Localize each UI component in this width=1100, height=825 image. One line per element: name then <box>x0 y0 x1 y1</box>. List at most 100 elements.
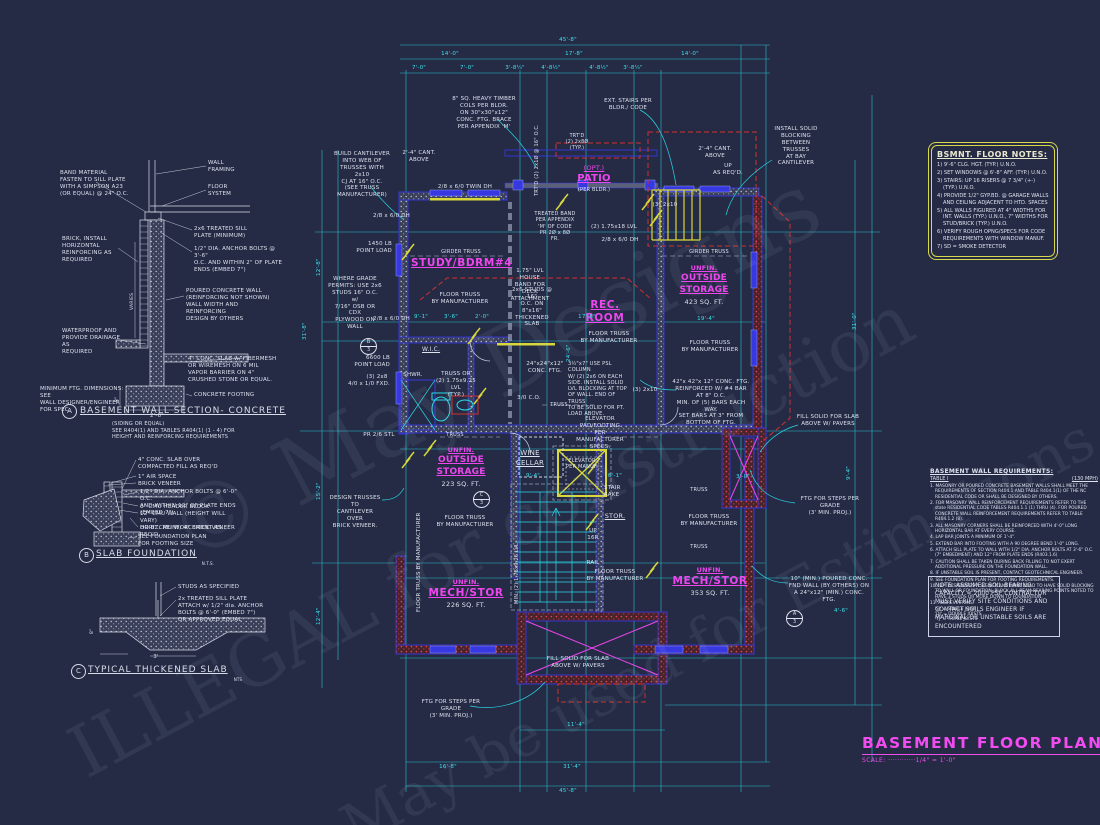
detail-a-sub2: SEE R404(1) AND TABLES R404(1) (1 - 4) F… <box>112 428 235 441</box>
pr-26-stl: PR 2/6 STL <box>363 432 395 438</box>
floor-truss-rec: FLOOR TRUSS BY MANUFACTURER <box>580 331 638 344</box>
room-label-storage-423: UNFIN. OUTSIDE STORAGE 423 SQ. FT. <box>676 264 732 306</box>
dim-right-b: 9'-4" <box>846 465 852 480</box>
dim-overall-top: 45'-8" <box>559 37 577 43</box>
dim-9-4-wine: 9'-4" <box>525 473 541 479</box>
truss-or-lvl-note: TRUSS OR (2) 1.75x9.25 LVL (TYP.) <box>436 371 476 398</box>
basement-floor-notes-box: BSMNT. FLOOR NOTES: 1) 9'-6" CLG. HGT. (… <box>928 142 1058 260</box>
stair-rake-label: STAIR RAKE <box>604 485 621 498</box>
dim-4-8-a: 4'-8½" <box>541 65 561 71</box>
truss-tag-3: TRUSS <box>690 487 708 493</box>
dim-left-c: 15'-2" <box>316 482 322 500</box>
callout-leaders <box>369 109 799 708</box>
dim-3-8-a: 3'-8¼" <box>505 65 525 71</box>
heavy-timber-note: 8" SQ. HEAVY TIMBER COLS PER BLDR. ON 30… <box>452 96 516 130</box>
wall-req-wind: (130 MPH) <box>1071 476 1098 482</box>
detail-b-air-space: 1" AIR SPACE <box>138 474 177 480</box>
room-label-mech-353: UNFIN. MECH/STOR 353 SQ. FT. <box>672 566 746 598</box>
up-as-reqd: UP AS REQ'D. <box>713 163 743 176</box>
section-marker-b3: B 3 <box>360 338 377 355</box>
dim-left-a: 12'-8" <box>316 258 322 276</box>
detail-a-varies: VARIES <box>130 292 135 310</box>
detail-a-wall-framing: WALL FRAMING <box>208 160 235 173</box>
section-number: 3 <box>787 618 802 626</box>
detail-b-slab: 4" CONC. SLAB OVER COMPACTED FILL AS REQ… <box>138 457 218 470</box>
detail-c-dim-3: 3' <box>153 654 159 660</box>
room-label-wine-cellar: WINE CELLAR <box>508 449 552 468</box>
note-item: 1) 9'-6" CLG. HGT. (TYP.) U.N.O. <box>937 162 1017 168</box>
dim-bottom-b: 31'-4" <box>563 764 581 770</box>
room-area: 223 SQ. FT. <box>441 479 481 488</box>
detail-c-studs: STUDS AS SPECIFIED <box>178 584 240 590</box>
room-line: OUTSIDE <box>438 455 484 466</box>
soil-bearing-note-box: NOTE: ASSUMED SOIL BEARING CAPACITY = 20… <box>928 576 1060 637</box>
window-dh-left-1: 2/8 x 6/0 DH <box>373 213 410 219</box>
window-dh-patio: 2/8 x 6/0 DH <box>601 237 639 243</box>
detail-b-see-foundation: SEE FOUNDATION PLAN FOR FOOTING SIZE <box>138 534 207 547</box>
drawing-title: BASEMENT FLOOR PLAN <box>862 734 1100 755</box>
detail-a-brick-reinforcing: BRICK, INSTALL HORIZONTAL REINFORCING AS… <box>62 236 112 263</box>
lvl-18-note: (2) 1.75x18 LVL <box>590 224 638 230</box>
drawing-scale: SCALE: ············1/4" = 1'-0" <box>862 757 956 764</box>
floor-truss-223: FLOOR TRUSS BY MANUFACTURER <box>436 515 494 528</box>
detail-a-floor-system: FLOOR SYSTEM <box>208 184 232 197</box>
magenta-fill-x <box>525 435 759 676</box>
cantilever-above-left: 2'-4" CANT. ABOVE <box>402 150 436 163</box>
detail-a-band-material: BAND MATERIAL FASTEN TO SILL PLATE WITH … <box>60 170 129 197</box>
center-stairs <box>515 491 596 603</box>
wall-req-item: 7. CAUTION SHALL BE TAKEN DURING BACK FI… <box>930 559 1075 571</box>
section-letter: A <box>792 612 797 617</box>
notes-title: BSMNT. FLOOR NOTES: <box>937 150 1048 159</box>
dim-7-0-a: 7'-0" <box>411 65 427 71</box>
point-load-6600: 6600 LB POINT LOAD <box>354 355 390 368</box>
dim-bottom-a: 16'-8" <box>439 764 457 770</box>
detail-a-waterproof: WATERPROOF AND PROVIDE DRAINAGE AS REQUI… <box>62 328 121 355</box>
elevator-pad-note: ELEVATOR PAD/FOOTING PER MANUFACTURER SP… <box>576 416 624 450</box>
conc-ftg-24-note: 24"x24"x12" CONC. FTG. <box>526 361 564 374</box>
detail-a-wall-section <box>95 160 250 414</box>
dashed-partitions-and-trusses <box>410 202 750 611</box>
detail-c-dim-8: 8" <box>90 628 95 634</box>
room-line: STORAGE <box>679 285 729 296</box>
triple-2x8: (3) 2x8 <box>366 374 388 380</box>
detail-c-ref-circle: C <box>71 664 86 679</box>
trtd-typ-note: TRT'D (2) 2x8Ø (TYP.) <box>565 134 589 151</box>
detail-a-sub1: (SIDING OR EQUAL) <box>112 421 165 427</box>
section-letter: C <box>479 493 484 498</box>
wall-req-item: 1. MASONRY OR POURED CONCRETE BASEMENT W… <box>930 484 1088 500</box>
floor-truss-353: FLOOR TRUSS BY MANUFACTURER <box>680 514 738 527</box>
floor-truss-226-vertical: FLOOR TRUSS BY MANUFACTURER <box>416 512 422 613</box>
room-line: (PER BLDR.) <box>577 186 611 193</box>
floor-truss-stair: FLOOR TRUSS BY MANUFACTURER <box>586 569 644 582</box>
room-line: OUTSIDE <box>681 273 727 284</box>
room-area: 353 SQ. FT. <box>690 589 730 598</box>
dim-4-6: 4'-6" <box>833 608 849 614</box>
wall-req-item: 8. IF UNSTABLE SOIL IS PRESENT, CONTACT … <box>930 571 1084 577</box>
wall-req-title: BASEMENT WALL REQUIREMENTS: <box>930 468 1054 475</box>
drawing-title-block: BASEMENT FLOOR PLAN SCALE: ············1… <box>862 734 1100 764</box>
room-label-patio: (OPT.) PATIO (PER BLDR.) <box>572 164 616 193</box>
note-item: 6) VERIFY ROUGH OPNG/SPECS FOR CODE REQU… <box>937 228 1046 242</box>
wall-req-item: 3. ALL MASONRY CORNERS SHALL BE REINFORC… <box>930 523 1078 534</box>
point-load-1450: 1450 LB POINT LOAD <box>356 241 392 254</box>
ext-stairs-note: EXT. STAIRS PER BLDR./ CODE <box>604 98 652 111</box>
triple-2x10-a: (3) 2x10 <box>652 202 678 208</box>
design-trusses-note: DESIGN TRUSSES TO CANTILEVER OVER BRICK … <box>329 495 381 529</box>
treated-band-note: TREATED BAND PER APPENDIX 'M' OF CODE PR… <box>534 211 576 242</box>
section-number: 3 <box>361 346 376 354</box>
psl-column-note: 3½"x7" USE PSL COLUMN W/ (2) 2x6 ON EACH… <box>568 361 627 417</box>
conc-ftg-42-note: 42"x 42"x 12" CONC. FTG. REINFORCED W/ #… <box>672 379 750 427</box>
room-area: 423 SQ. FT. <box>684 297 724 306</box>
room-line: MECH/STOR <box>428 587 504 600</box>
dim-top-right: 14'-0" <box>681 51 699 57</box>
detail-a-concrete-footing: CONCRETE FOOTING <box>194 392 255 398</box>
up-16r-label: UP 16R <box>587 528 599 541</box>
detail-b-scale: N.T.S. <box>201 561 215 566</box>
wall-req-item: 2. FOR MASONRY WALL REINFORCEMENT REQUIR… <box>930 501 1087 523</box>
truss-tag-1: TRUSS <box>446 432 464 438</box>
shwr-label: SHWR. <box>403 372 423 378</box>
red-hatched-walls <box>395 195 767 685</box>
rail-label: RAIL <box>586 560 600 566</box>
fill-solid-bottom: FILL SOLID FOR SLAB ABOVE W/ PAVERS <box>546 656 610 669</box>
